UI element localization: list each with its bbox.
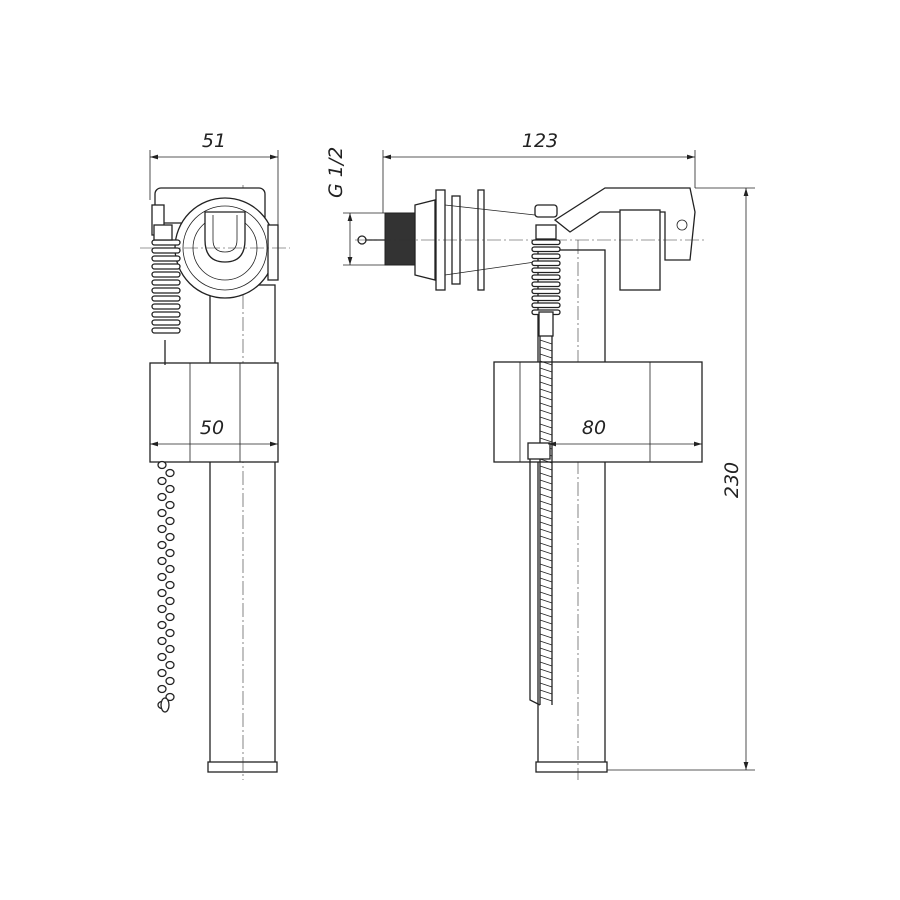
dimension-label-thread: G 1/2	[325, 147, 347, 198]
float	[493, 361, 703, 463]
side-view: 51 50	[140, 130, 290, 780]
tube	[537, 249, 606, 771]
lever-arm	[553, 187, 696, 261]
tube	[209, 284, 276, 771]
tube-end	[207, 761, 278, 773]
float	[149, 362, 279, 463]
spring	[531, 224, 561, 337]
dimension-label-80: 80	[582, 417, 606, 439]
chain	[157, 340, 175, 713]
tube-end	[535, 761, 608, 773]
dimension-label-230: 230	[721, 462, 743, 498]
thread	[384, 212, 416, 266]
front-view: 123 G 1/2 80 230	[325, 130, 755, 780]
dimension-label-51: 51	[202, 130, 226, 152]
adjustment-rod	[527, 336, 553, 706]
spring	[151, 224, 181, 334]
dimension-label-50: 50	[200, 417, 224, 439]
valve-body	[619, 209, 661, 291]
dimension-label-123: 123	[522, 130, 558, 152]
